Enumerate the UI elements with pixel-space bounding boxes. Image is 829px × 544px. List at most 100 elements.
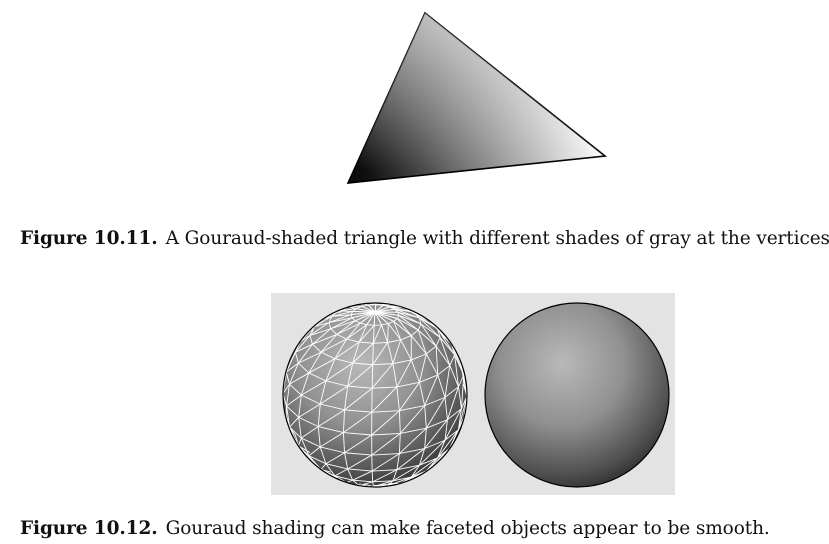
wireframe-edge [396,359,412,388]
wireframe-edge [411,457,439,478]
wireframe-edge [344,387,373,411]
wireframe-edge [300,437,310,456]
wireframe-edge [298,445,311,453]
wireframe-edge [320,334,338,353]
wireframe-edge [308,372,327,382]
wireframe-edge [309,322,330,336]
wireframe-edge [308,351,322,374]
wireframe-edge [444,419,448,441]
wireframe-edge [410,359,420,383]
wireframe-edge [425,397,446,429]
wireframe-edge [320,338,347,353]
wireframe-edge [392,339,402,364]
gouraud-triangle-figure [324,0,616,200]
wireframe-edge [295,343,313,353]
wireframe-edge [437,365,451,376]
wireframe-edge [371,433,401,436]
wireframe-edge [439,337,451,366]
faceted-sphere [282,302,468,488]
wireframe-edge [356,308,376,313]
wireframe-edge [336,320,356,335]
wireframe-edge [419,448,426,466]
wireframe-edge [458,396,467,430]
wireframe-edge [437,429,459,459]
wireframe-edge [336,334,347,340]
wireframe-edge [444,408,462,441]
wireframe-edge [399,448,425,455]
wireframe-edge [330,317,353,330]
wireframe-edge [334,341,360,360]
wireframe-edge [387,339,401,343]
wireframe-edge [289,362,299,385]
wireframe-edge [387,323,389,343]
wireframe-edge [419,382,426,406]
wireframe-edge [344,452,349,470]
wireframe-edge [374,311,389,324]
wireframe-edge [410,464,420,478]
wireframe-edge [313,322,330,328]
wireframe-edge [352,342,374,364]
wireframe-edge [372,324,382,344]
wireframe-edge [411,353,427,361]
wireframe-edge [338,308,357,312]
wireframe-edge [286,405,299,418]
wireframe-edge [381,324,389,343]
wireframe-edge [400,427,427,434]
wireframe-edge [419,374,438,383]
wireframe-edge [360,311,376,324]
wireframe-edge [309,335,313,345]
wireframe-edge [393,318,398,322]
wireframe-edge [398,314,419,331]
wireframe-edge [366,311,376,325]
wireframe-edge [398,314,422,325]
wireframe-edge [291,352,296,361]
wireframe-edge [351,317,356,322]
wireframe-edge [400,339,412,361]
wireframe-edge [328,314,352,323]
wireframe-edge [289,372,310,385]
wireframe-edge [374,311,382,326]
wireframe-edge [334,338,348,359]
wireframe-edge [352,310,376,313]
wireframe-edge [397,311,420,319]
wireframe-edge [374,306,390,313]
wireframe-edge [399,405,425,412]
wireframe-edge [308,446,321,457]
wireframe-edge [347,468,373,472]
wireframe-edge [352,341,360,364]
wireframe-edge [447,408,462,421]
wireframe-edge [419,353,427,383]
wireframe-edge [347,385,373,389]
wireframe-edge [312,334,338,345]
wireframe-edge [328,316,333,323]
wireframe-edge [435,345,451,366]
wireframe-edge [346,479,353,483]
wireframe-edge [437,328,455,356]
figure-10-12-caption: Figure 10.12.Gouraud shading can make fa… [20,518,770,539]
wireframe-edge [320,403,345,411]
wireframe-edge [425,457,439,472]
wireframe-edge [285,414,290,428]
wireframe-edge [294,352,299,364]
wireframe-edge [424,374,439,406]
wireframe-edge [325,463,348,470]
wireframe-edge [344,409,372,413]
wireframe-edge [392,359,412,365]
wireframe-edge [350,314,353,318]
wireframe-edge [418,317,441,338]
figure-caption-text: Gouraud shading can make faceted objects… [165,518,770,539]
wireframe-edge [350,311,354,315]
wireframe-edge [420,323,437,347]
wireframe-edge [437,328,441,338]
wireframe-edge [285,372,290,382]
wireframe-edge [372,386,397,389]
wireframe-edge [319,446,327,464]
wireframe-edge [298,403,321,418]
wireframe-edge [286,405,290,428]
wireframe-edge [283,383,290,394]
wireframe-edge [425,447,451,472]
wireframe-edge [424,439,446,449]
wireframe-edge [424,405,427,429]
wireframe-edge [399,382,420,411]
wireframe-edge [285,360,292,373]
